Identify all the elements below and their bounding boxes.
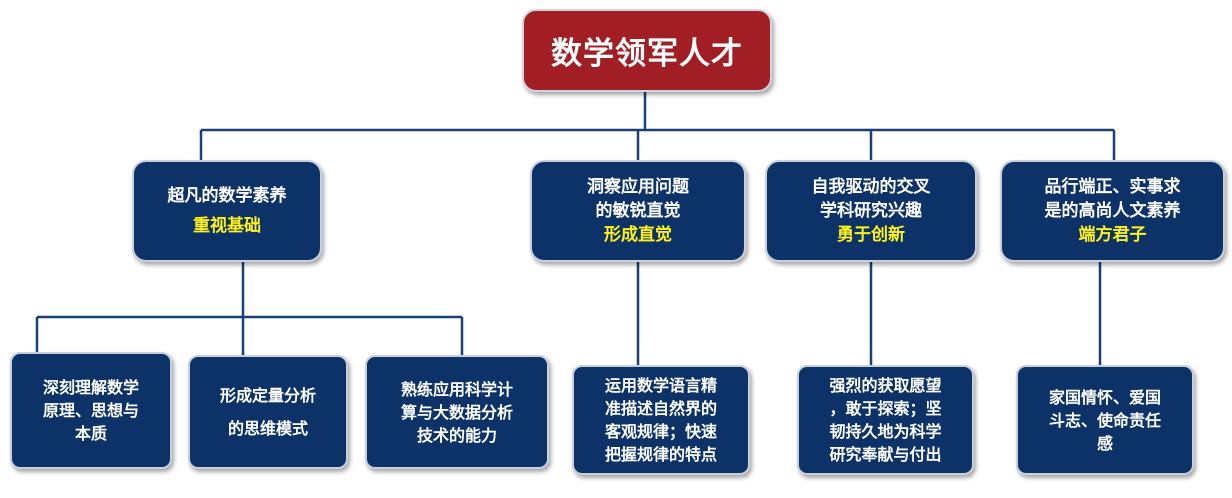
leaf-text-line: 熟练应用科学计 [400,379,513,399]
leaf-node-math-language: 运用数学语言精 准描述自然界的 客观规律；快速 把握规律的特点 [572,365,750,475]
branch-highlight: 端方君子 [1078,225,1147,245]
leaf-node-understanding: 深刻理解数学 原理、思想与 本质 [10,352,172,469]
leaf-text-line: 研究奉献与付出 [829,445,942,464]
leaf-text-line: 算与大数据分析 [400,402,513,422]
leaf-text-line: 深刻理解数学 [42,378,139,397]
leaf-text-line: 感 [1096,433,1113,453]
leaf-node-exploration: 强烈的获取愿望 ，敢于探索；坚 韧持久地为科学 研究奉献与付出 [797,365,974,475]
branch-label-line: 学科研究兴趣 [820,201,922,221]
branch-label-line: 超凡的数学素养 [167,186,287,206]
leaf-text-line: 强烈的获取愿望 [829,376,942,395]
leaf-text-line: 客观规律；快速 [604,422,717,441]
leaf-node-patriotism: 家国情怀、爱国 斗志、使命责任 感 [1016,365,1194,475]
root-title: 数学领军人才 [551,36,743,72]
branch-node-innovation: 自我驱动的交叉 学科研究兴趣 勇于创新 [765,160,977,262]
branch-label-line: 品行端正、实事求 [1044,177,1181,197]
branch-label-line: 是的高尚人文素养 [1044,201,1181,221]
root-node: 数学领军人才 [522,9,772,92]
leaf-text-line: 韧持久地为科学 [829,422,942,441]
branch-highlight: 重视基础 [193,216,261,236]
branch-node-intuition: 洞察应用问题 的敏锐直觉 形成直觉 [530,160,746,262]
leaf-text-line: 家国情怀、爱国 [1048,387,1161,407]
branch-label-line: 的敏锐直觉 [595,201,681,221]
leaf-text-line: 形成定量分析 [219,386,316,405]
branch-label-line: 自我驱动的交叉 [811,177,931,197]
leaf-text-line: ，敢于探索；坚 [829,399,942,418]
leaf-text-line: 把握规律的特点 [604,445,717,464]
branch-highlight: 形成直觉 [604,225,672,245]
leaf-text-line: 的思维模式 [227,419,308,438]
leaf-text-line: 技术的能力 [416,425,497,445]
branch-highlight: 勇于创新 [837,225,905,245]
leaf-node-computing: 熟练应用科学计 算与大数据分析 技术的能力 [365,355,549,469]
leaf-text-line: 斗志、使命责任 [1048,410,1161,430]
leaf-node-quantitative: 形成定量分析 的思维模式 [188,355,348,469]
branch-label-line: 洞察应用问题 [587,177,689,197]
branch-node-math-literacy: 超凡的数学素养 重视基础 [132,160,322,262]
branch-node-humanities: 品行端正、实事求 是的高尚人文素养 端方君子 [1000,160,1225,262]
leaf-text-line: 原理、思想与 [42,401,139,420]
leaf-text-line: 运用数学语言精 [604,376,717,395]
leaf-text-line: 本质 [74,424,107,443]
leaf-text-line: 准描述自然界的 [604,399,717,418]
